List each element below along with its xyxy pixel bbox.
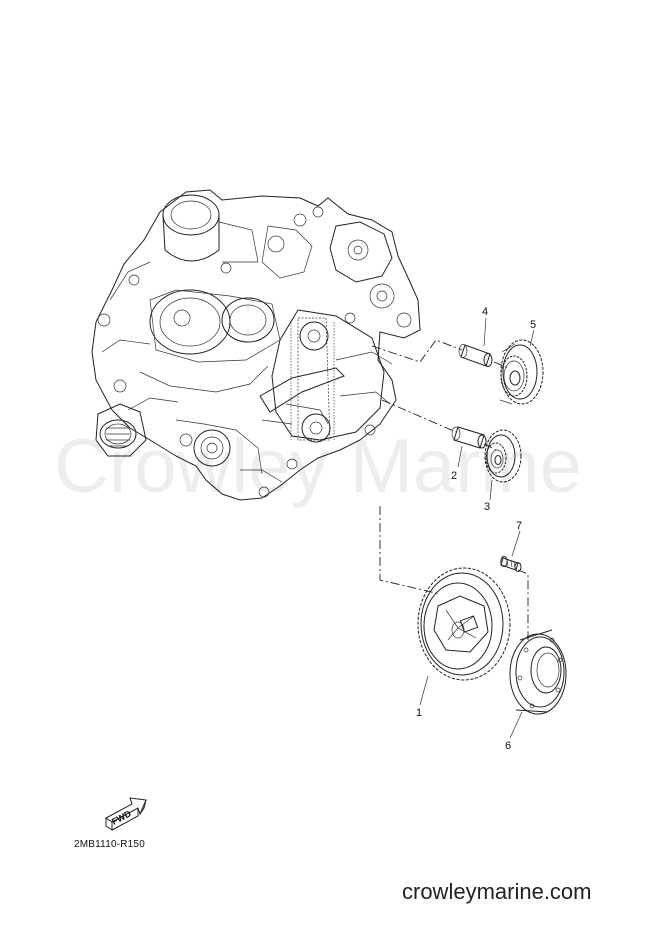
diagram-code: 2MB1110-R150: [74, 839, 145, 850]
leader-lines: [419, 317, 535, 739]
part-label-4: 4: [482, 306, 488, 318]
part-label-6: 6: [505, 740, 511, 752]
part-number-labels: 4 5 2 3 7 1 6: [416, 306, 536, 752]
part-label-2: 2: [451, 470, 457, 482]
part-label-1: 1: [416, 707, 422, 719]
fwd-direction-arrow: FWD: [105, 797, 147, 831]
part-label-3: 3: [484, 501, 490, 513]
part-7-bolt: [500, 556, 522, 572]
part-label-5: 5: [530, 319, 536, 331]
engine-crankcase: [91, 189, 421, 501]
footer-site-name: crowleymarine.com: [402, 879, 592, 904]
assembly-lines: [371, 339, 529, 640]
part-2-idler-shaft: [451, 426, 487, 449]
part-6-starter-clutch: [509, 629, 567, 715]
part-label-7: 7: [516, 520, 522, 532]
watermark-text: Crowley Marine: [54, 424, 582, 509]
part-3-idler-gear: [484, 429, 522, 483]
part-4-idler-shaft: [458, 344, 493, 367]
fwd-label: FWD: [110, 808, 133, 827]
part-1-starter-wheel-gear: [417, 567, 511, 681]
part-5-idler-gear: [499, 339, 544, 405]
